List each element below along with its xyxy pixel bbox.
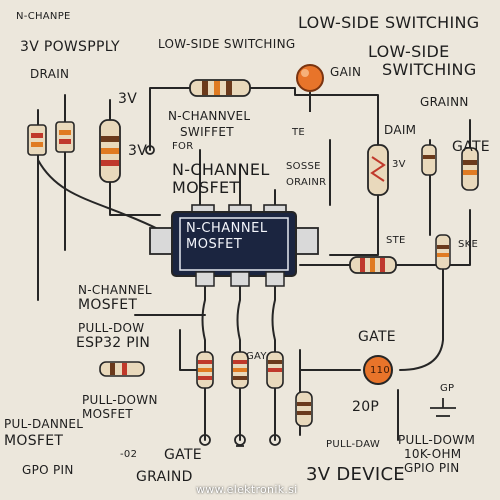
resistor-icon [367,144,389,196]
resistor-icon [295,391,313,427]
wire-top-right [249,87,379,151]
label-pull-down-right-2: 10K-OHM [404,447,462,461]
label-n-channel-mosfet-1: N-CHANNEL [172,160,270,179]
wire-left-4 [109,179,161,216]
mosfet-chip-icon [149,204,319,287]
resistor-icon [349,256,397,274]
label-pull-down-left-2: MOSFET [82,407,134,421]
resistor-icon [435,234,451,270]
mosfet-chip-label: N-CHANNEL MOSFET [186,221,290,254]
label-3v-a: 3V [118,91,138,107]
label-gain: GAIN [330,65,362,79]
wire-right-6 [399,249,444,371]
label-20p: 20P [352,399,380,415]
label-110: 110 [370,365,390,376]
label-graind: GRAIND [136,469,193,485]
label-low-side-right-2: SWITCHING [382,60,477,79]
label-pull-down-left-1: PULL-DOWN [82,393,158,407]
label-power-supply: 3V POWSPPLY [20,39,120,55]
label-gay: GAY [246,351,267,362]
resistor-icon [99,119,121,183]
label-grainn: GRAINN [420,95,469,109]
wire-left-5 [37,159,161,231]
label-esp32-pin: ESP32 PIN [76,335,151,351]
label-ske: SKE [458,239,479,250]
terminal-dot [145,145,155,155]
led-icon [296,64,324,112]
label-low-side-top: LOW-SIDE SWITCHING [298,13,480,32]
label-for: FOR [172,141,194,152]
label-n-channel-left-1: N-CHANNEL [78,283,152,297]
watermark: www.elektronik.si [196,483,298,496]
resistor-icon [461,147,479,191]
label-gpo-pin: GPO PIN [22,463,74,477]
label-n-channel-switch-2: SWIFFET [180,125,234,139]
label-pull-down-right-1: PULL-DOWM [398,433,476,447]
label-pull-daw: PULL-DAW [326,439,381,450]
label-pul-dannel-2: MOSFET [4,433,64,449]
chip-label-line-2: MOSFET [186,237,243,253]
label-orainr: ORAINR [286,177,327,188]
label-gate-right: GATE [452,139,490,155]
label-3v-right: 3V [392,159,406,170]
label-gate-mid: GATE [358,329,396,345]
wire-leg-3 [271,284,276,441]
wire-right-3 [394,209,471,266]
resistor-icon [266,351,284,389]
resistor-icon [421,144,437,176]
label-gate-bottom: GATE [164,447,202,463]
label-pull-down-right-3: GPIO PIN [404,461,460,475]
terminal-dot [269,434,281,446]
resistor-icon [196,351,214,389]
resistor-icon [55,121,75,153]
label-n-channel-mosfet-2: MOSFET [172,178,240,197]
label-drain: DRAIN [30,67,70,81]
label-n-channel-switch-1: N-CHANNVEL [168,109,251,123]
switch-icon [430,398,456,417]
label-low-side-right-1: LOW-SIDE [368,42,450,61]
terminal-dot [199,434,211,446]
label-3v-b: 3V [128,143,148,159]
label-n-channel-top-left: N-CHANPE [16,11,71,22]
label-pull-do: PULL-DOW [78,321,145,335]
resistor-icon [27,124,47,156]
terminal-dot [234,434,246,446]
wire-leg-2 [236,284,241,441]
label-pul-dannel-1: PUL-DANNEL [4,417,84,431]
wire-right-1 [329,189,379,256]
label-n-channel-left-2: MOSFET [78,297,138,313]
label-3v-device: 3V DEVICE [306,464,405,485]
resistor-icon [99,361,145,377]
label-ste: STE [386,235,406,246]
label-gp: GP [440,383,455,394]
wire-leg-1 [201,284,206,441]
label-sosse: SOSSE [286,161,321,172]
label-low-side-mid: LOW-SIDE SWITCHING [158,37,296,51]
resistor-icon [189,79,251,97]
led-icon [363,355,393,385]
resistor-icon [231,351,249,389]
chip-label-line-1: N-CHANNEL [186,221,268,236]
label-te: TE [292,127,306,138]
label-daim: DAIM [384,123,417,137]
label-02: -02 [120,449,138,460]
wire-top-loop [149,87,191,151]
